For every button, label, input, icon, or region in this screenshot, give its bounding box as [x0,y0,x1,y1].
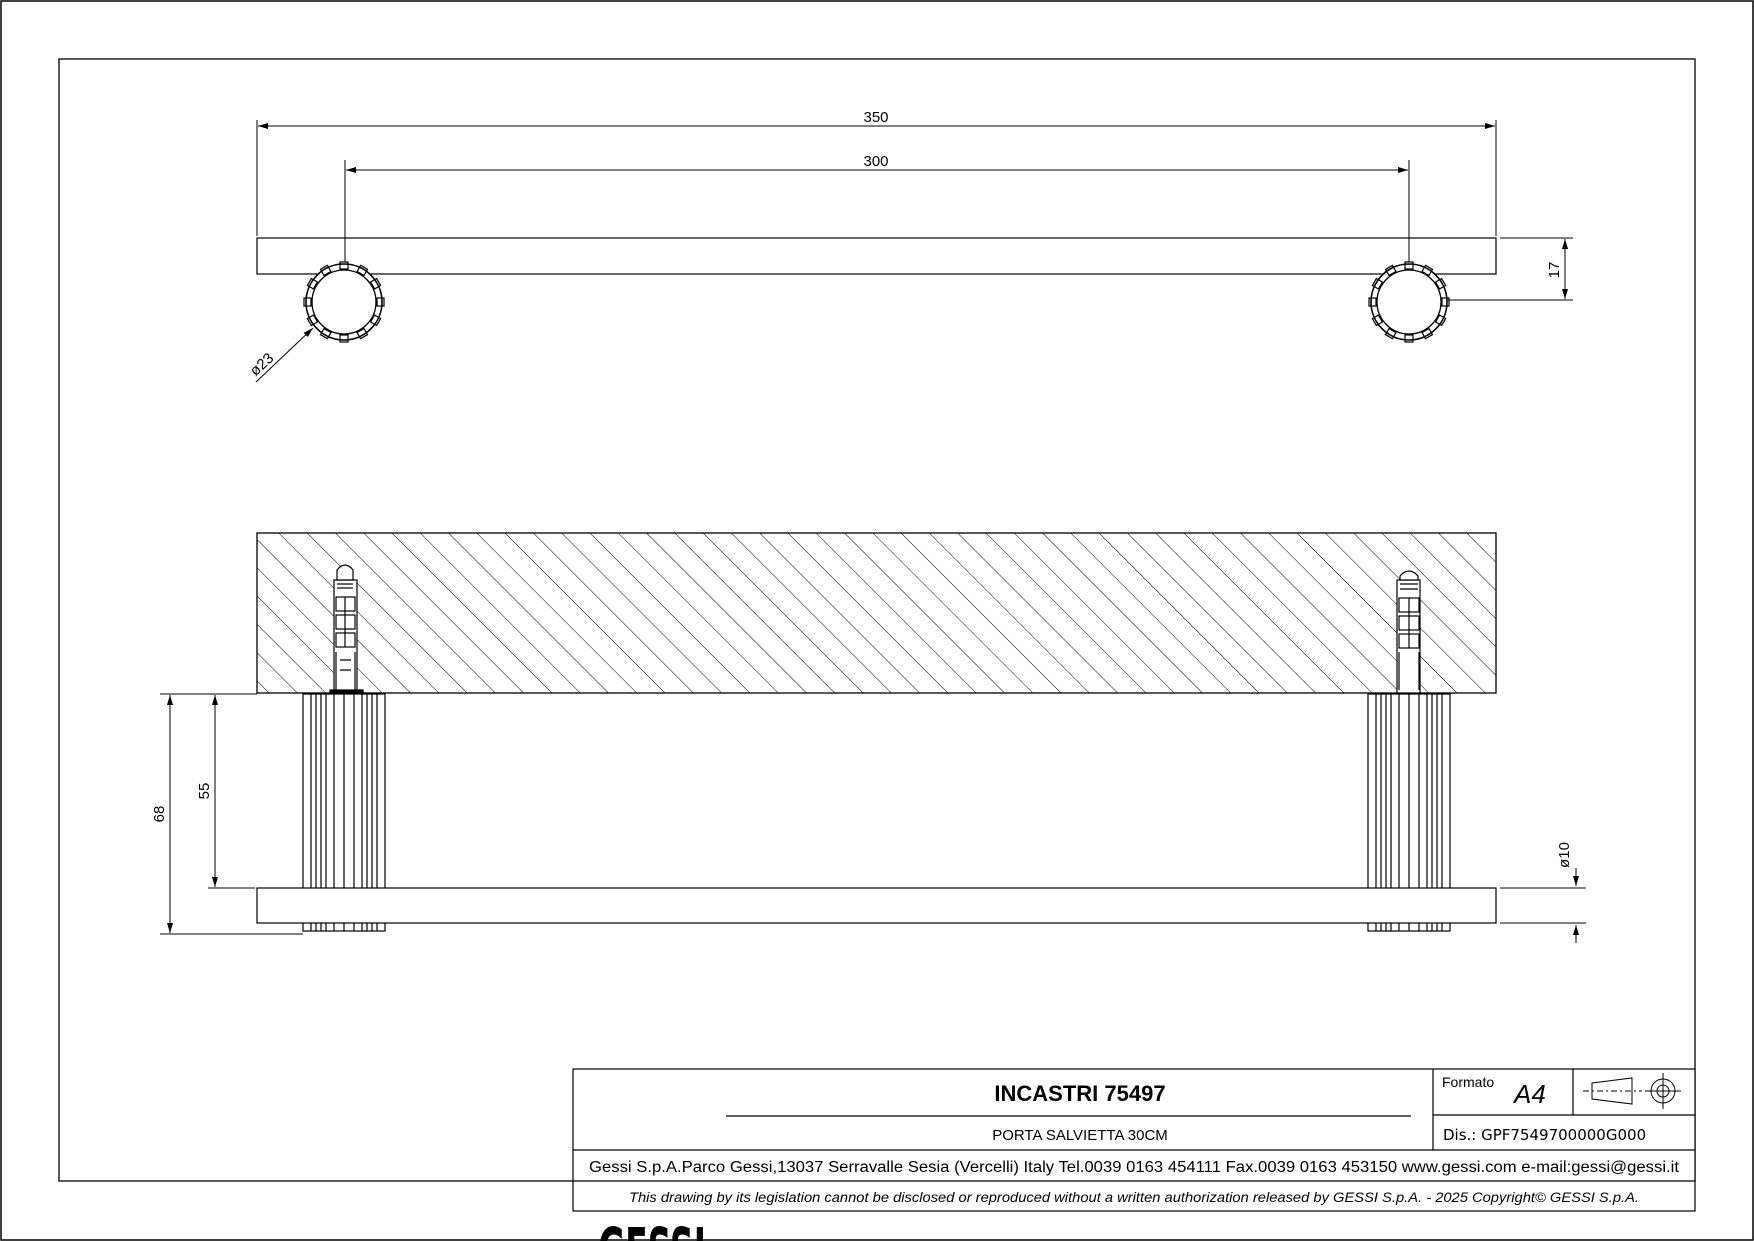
side-view-bar [256,887,1497,924]
dim-label-300: 300 [863,153,888,170]
top-view [255,120,1573,383]
title-block [572,1068,1696,1212]
dim-leader-23 [255,327,314,383]
projection-symbol-icon [1583,1073,1681,1109]
right-wall-plug [1396,570,1421,694]
format-value: A4 [1512,1079,1546,1109]
product-code: INCASTRI 75497 [994,1081,1165,1106]
product-name: PORTA SALVIETTA 30CM [992,1127,1168,1144]
left-wall-plug [329,564,364,695]
wall-section-hatched [256,532,1497,694]
gessi-logo: GESSI [598,1215,706,1241]
top-view-bar [256,237,1497,275]
dim-label-55: 55 [196,783,213,800]
dim-label-diameter-23: ø23 [247,350,278,380]
dim-label-68: 68 [151,806,168,823]
legal-notice: This drawing by its legislation cannot b… [629,1190,1639,1205]
dim-label-350: 350 [863,109,888,126]
drawing-number: Dis.: GPF7549700000G000 [1443,1126,1646,1144]
format-label: Formato [1442,1074,1494,1090]
dim-label-17: 17 [1546,262,1563,279]
dim-label-diameter-10: ø10 [1556,842,1573,868]
company-info: Gessi S.p.A.Parco Gessi,13037 Serravalle… [589,1159,1680,1176]
side-view [160,532,1586,943]
